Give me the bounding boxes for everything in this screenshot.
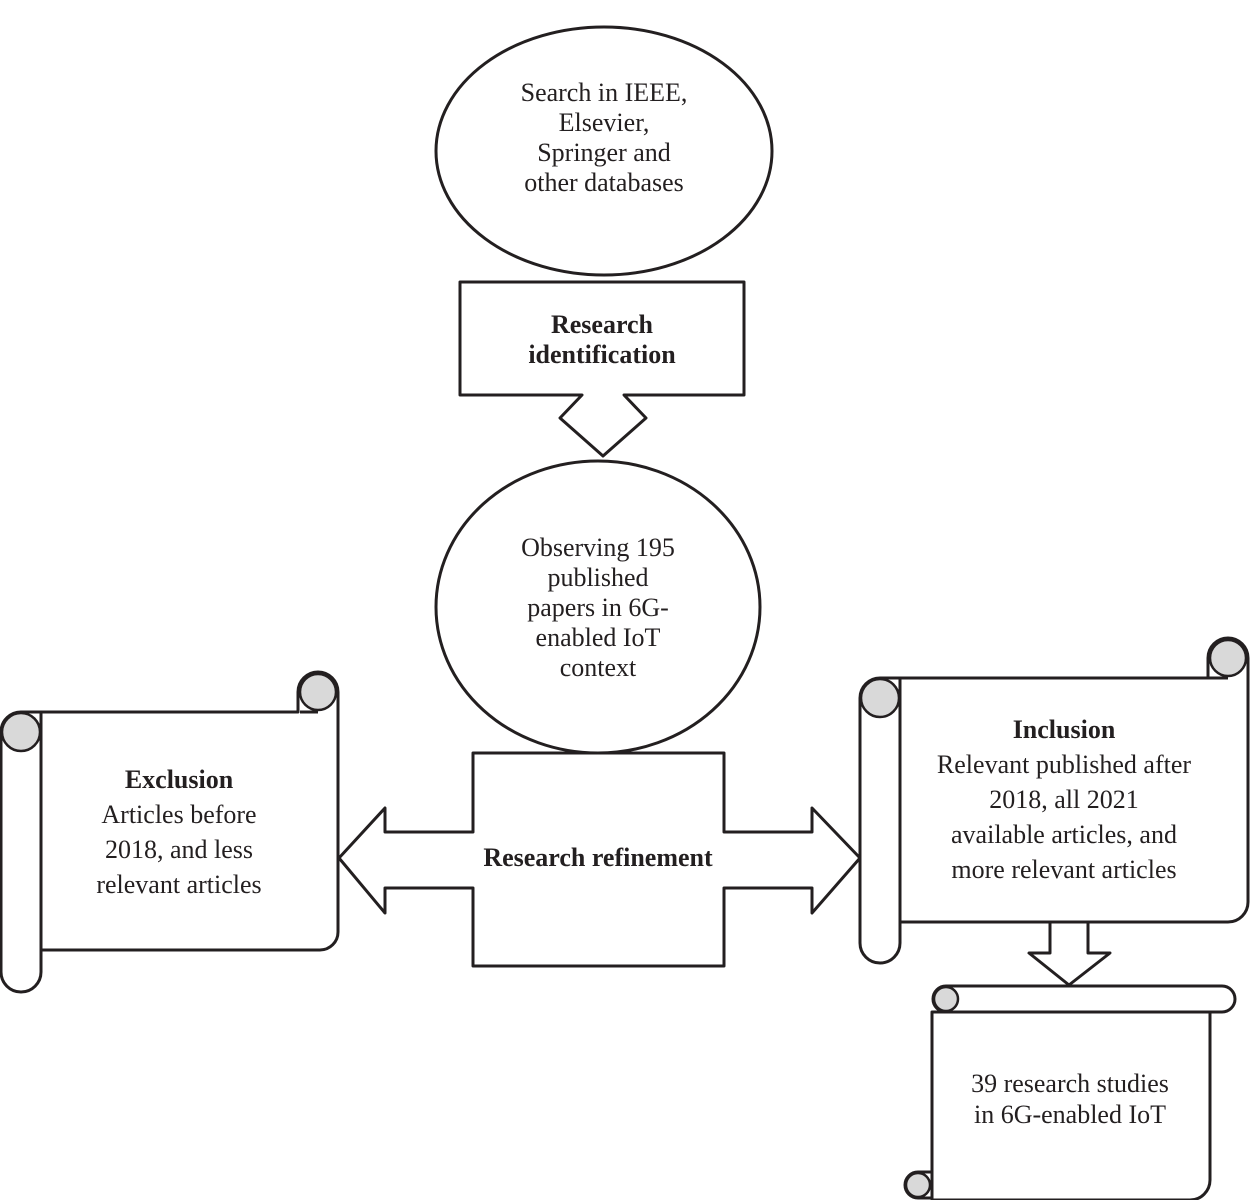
search-line: other databases <box>524 168 684 197</box>
inclusion-to-result-arrow <box>1027 920 1112 987</box>
identification-line: Research <box>550 310 654 339</box>
exclusion-title: Exclusion <box>124 765 234 794</box>
observing-line: published <box>547 563 649 592</box>
result-line: in 6G-enabled IoT <box>973 1100 1167 1129</box>
inclusion-line: available articles, and <box>951 820 1177 849</box>
inclusion-scroll <box>858 636 1250 965</box>
research-identification-shape <box>458 280 746 458</box>
exclusion-scroll <box>0 670 340 994</box>
inclusion-scroll-curl <box>859 677 901 719</box>
search-databases-ellipse <box>434 25 774 277</box>
observing-papers-ellipse <box>434 459 762 755</box>
result-text: 39 research studies in 6G-enabled IoT <box>934 1068 1206 1130</box>
result-line: 39 research studies <box>971 1069 1169 1098</box>
identification-line: identification <box>528 340 676 369</box>
research-identification-text: Research identification <box>460 310 744 370</box>
inclusion-line: Relevant published after <box>936 750 1192 779</box>
exclusion-text: Exclusion Articles before 2018, and less… <box>44 762 314 902</box>
research-refinement-text: Research refinement <box>420 843 776 873</box>
observing-line: context <box>559 653 637 682</box>
exclusion-line: 2018, and less <box>104 835 254 864</box>
observing-line: papers in 6G- <box>527 593 669 622</box>
search-line: Elsevier, <box>558 108 650 137</box>
inclusion-title: Inclusion <box>1012 715 1116 744</box>
exclusion-scroll-curl <box>0 711 42 753</box>
research-refinement-shape <box>337 751 862 968</box>
search-line: Springer and <box>537 138 671 167</box>
exclusion-line: Articles before <box>101 800 257 829</box>
inclusion-text: Inclusion Relevant published after 2018,… <box>904 712 1224 887</box>
inclusion-line: more relevant articles <box>951 855 1177 884</box>
observing-line: Observing 195 <box>521 533 675 562</box>
search-databases-text: Search in IEEE, Elsevier, Springer and o… <box>464 78 744 198</box>
observing-papers-text: Observing 195 published papers in 6G- en… <box>458 533 738 683</box>
refinement-label: Research refinement <box>483 843 713 872</box>
observing-line: enabled IoT <box>535 623 661 652</box>
search-line: Search in IEEE, <box>520 78 688 107</box>
exclusion-line: relevant articles <box>96 870 262 899</box>
inclusion-line: 2018, all 2021 <box>989 785 1139 814</box>
